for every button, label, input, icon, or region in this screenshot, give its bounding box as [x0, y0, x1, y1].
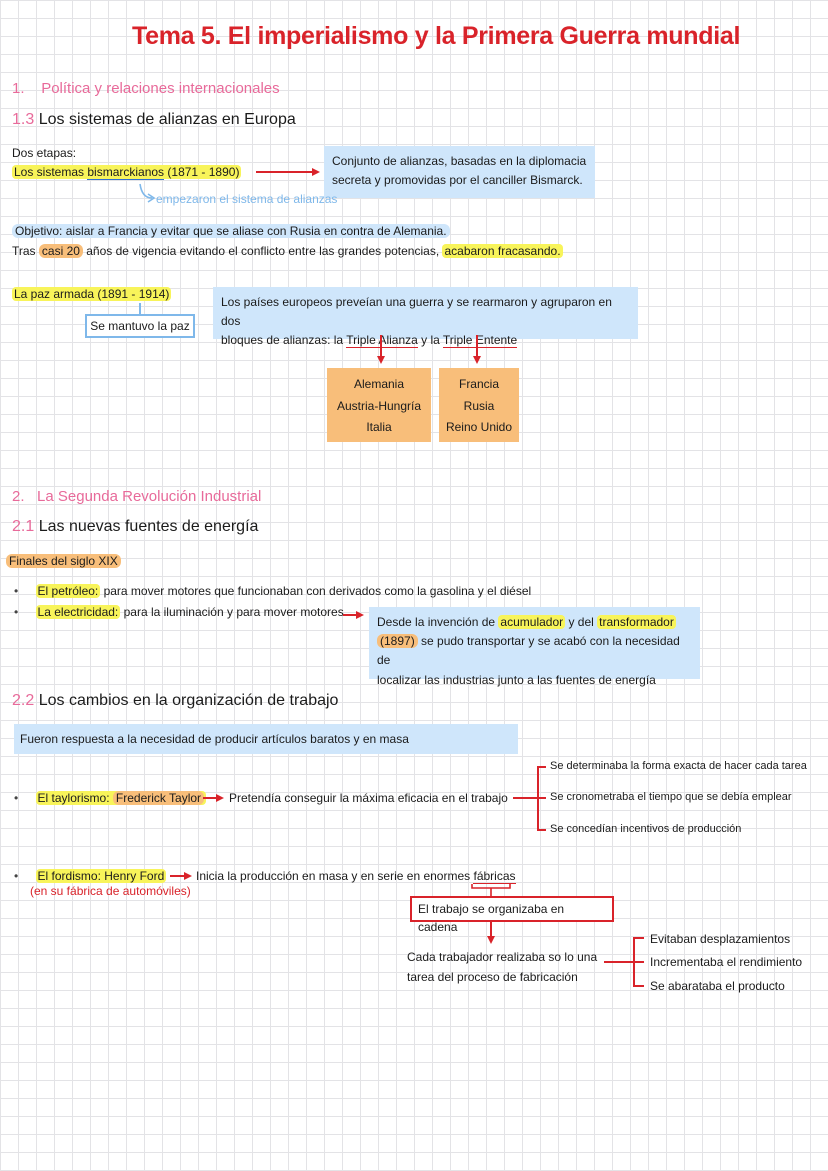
subsection-1-3-number: 1.3: [12, 111, 35, 128]
subsection-1-3-title: Los sistemas de alianzas en Europa: [38, 111, 296, 128]
elec-box-line-2: (1897) se pudo transportar y se acabó co…: [377, 632, 692, 670]
elec-box-line-3: localizar las industrias junto a las fue…: [377, 672, 656, 687]
elec-box-line-1-mid: y del: [565, 615, 598, 629]
bismarck-word: bismarckianos: [87, 165, 165, 180]
subsection-2-2-title: Los cambios en la organización de trabaj…: [38, 692, 339, 709]
paz-box-line-2-mid: y la: [417, 333, 443, 348]
cada-trabajador-text: Cada trabajador realizaba so lo una tare…: [407, 947, 597, 988]
bismarck-definition-line-2: secreta y promovidas por el canciller Bi…: [332, 173, 583, 188]
paz-armada-label: La paz armada (1891 - 1914): [12, 287, 172, 301]
ford-point-3: Se abarataba el producto: [650, 979, 785, 993]
fordismo-label-highlight: El fordismo: Henry Ford: [35, 869, 167, 883]
finales-line: Finales del siglo XIX: [6, 554, 121, 568]
subsection-2-1-heading: 2.1 Las nuevas fuentes de energía: [12, 518, 258, 536]
bismarck-definition-box: Conjunto de alianzas, basadas en la dipl…: [324, 146, 595, 198]
bismarck-note: empezaron el sistema de alianzas: [156, 192, 338, 206]
paz-armada-box: Los países europeos preveían una guerra …: [213, 287, 638, 349]
taylor-point-3: Se concedían incentivos de producción: [550, 823, 742, 835]
ford-point-1: Evitaban desplazamientos: [650, 932, 791, 946]
section-2-number: 2.: [12, 488, 25, 505]
fabricas-bracket: [471, 884, 511, 896]
taylorismo-label: El taylorismo:: [37, 791, 113, 805]
fordismo-text: Inicia la producción en masa y en serie …: [196, 869, 516, 884]
bismarck-prefix: Los sistemas: [14, 165, 88, 179]
tras-end: acabaron fracasando.: [442, 244, 563, 258]
fordismo-note: (en su fábrica de automóviles): [30, 884, 191, 898]
tras-line: Tras casi 20 años de vigencia evitando e…: [12, 244, 563, 258]
cada-trabajador-line-2: tarea del proceso de fabricación: [407, 970, 578, 985]
taylor-point-2: Se cronometraba el tiempo que se debía e…: [550, 791, 792, 803]
dos-etapas-label: Dos etapas:: [12, 146, 77, 160]
alianza-member-1: Alemania: [353, 377, 405, 391]
electricidad-text: para la iluminación y para mover motores: [120, 605, 344, 619]
bismarck-systems-line: Los sistemas bismarckianos (1871 - 1890): [12, 165, 242, 180]
taylor-bracket: [537, 766, 546, 831]
electricidad-box: Desde la invención de acumulador y del t…: [369, 607, 700, 687]
entente-member-2: Rusia: [463, 398, 495, 413]
fordismo-label: El fordismo:: [37, 869, 105, 883]
petroleo-text: para mover motores que funcionaban con d…: [100, 584, 532, 598]
taylor-point-1: Se determinaba la forma exacta de hacer …: [550, 760, 807, 772]
ford-name: Henry Ford: [104, 869, 165, 883]
petroleo-label: El petróleo:: [35, 584, 101, 598]
petroleo-item: El petróleo: para mover motores que func…: [14, 584, 531, 598]
elec-box-line-1-prefix: Desde la invención de: [377, 615, 499, 629]
tras-highlight: casi 20: [38, 244, 83, 258]
subsection-2-1-number: 2.1: [12, 518, 35, 535]
paz-note-box: Se mantuvo la paz: [85, 314, 195, 338]
bismarck-systems-label: Los sistemas bismarckianos (1871 - 1890): [12, 165, 242, 180]
bismarck-dates: (1871 - 1890): [164, 165, 240, 179]
taylorismo-item: El taylorismo: Frederick Taylor: [14, 791, 207, 805]
taylor-name: Frederick Taylor: [112, 791, 205, 805]
subsection-1-3-heading: 1.3 Los sistemas de alianzas en Europa: [12, 111, 296, 129]
fordismo-text-prefix: Inicia la producción en masa y en serie …: [196, 869, 474, 883]
fordismo-fabricas: fábricas: [473, 869, 516, 884]
taylorismo-text: Pretendía conseguir la máxima eficacia e…: [229, 791, 508, 805]
tras-middle: años de vigencia evitando el conflicto e…: [82, 244, 443, 258]
elec-box-line-1: Desde la invención de acumulador y del t…: [377, 613, 692, 632]
triple-alianza: Triple Alianza: [346, 333, 418, 349]
entente-member-1: Francia: [458, 377, 499, 391]
triple-entente-members: Francia Rusia Reino Unido: [439, 368, 519, 442]
elec-box-line-2-rest: se pudo transportar y se acabó con la ne…: [377, 634, 680, 668]
bismarck-definition-line-1: Conjunto de alianzas, basadas en la dipl…: [332, 154, 587, 168]
transformador: transformador: [597, 615, 676, 629]
bismarck-note-arrow: [139, 183, 153, 199]
electricidad-item: La electricidad: para la iluminación y p…: [14, 605, 344, 619]
tras-prefix: Tras: [12, 244, 39, 258]
acumulador: acumulador: [498, 615, 566, 629]
ford-point-2: Incrementaba el rendimiento: [650, 955, 803, 969]
subsection-2-2-number: 2.2: [12, 692, 35, 709]
paz-box-line-2-prefix: bloques de alianzas: la: [221, 333, 347, 348]
fueron-box: Fueron respuesta a la necesidad de produ…: [14, 724, 518, 754]
objetivo-text: Objetivo: aislar a Francia y evitar que …: [12, 224, 450, 238]
subsection-2-2-heading: 2.2 Los cambios en la organización de tr…: [12, 692, 338, 710]
paz-box-line-2: bloques de alianzas: la Triple Alianza y…: [221, 331, 630, 350]
section-2-title: La Segunda Revolución Industrial: [37, 488, 262, 505]
bismarck-note-arrow-head: [147, 193, 156, 203]
elec-year: (1897): [377, 634, 418, 649]
alianza-member-2: Austria-Hungría: [336, 398, 422, 413]
triple-entente: Triple Entente: [442, 333, 518, 349]
paz-box-line-1: Los países europeos preveían una guerra …: [221, 295, 612, 329]
ford-bracket: [633, 937, 644, 987]
section-1-heading: 1. Política y relaciones internacionales: [12, 80, 280, 97]
alianza-member-3: Italia: [366, 420, 392, 435]
triple-alianza-members: Alemania Austria-Hungría Italia: [327, 368, 431, 442]
paz-armada-line: La paz armada (1891 - 1914): [12, 287, 172, 301]
cadena-box: El trabajo se organizaba en cadena: [410, 896, 614, 934]
taylorismo-label-highlight: El taylorismo: Frederick Taylor: [35, 791, 207, 805]
objetivo-line: Objetivo: aislar a Francia y evitar que …: [12, 224, 450, 238]
section-2-heading: 2. La Segunda Revolución Industrial: [12, 488, 261, 505]
cada-trabajador-line-1: Cada trabajador realizaba so lo una: [407, 950, 598, 964]
finales-label: Finales del siglo XIX: [6, 554, 121, 568]
section-1-title: Política y relaciones internacionales: [41, 80, 280, 97]
page-title: Tema 5. El imperialismo y la Primera Gue…: [132, 22, 741, 50]
section-1-number: 1.: [12, 80, 25, 97]
subsection-2-1-title: Las nuevas fuentes de energía: [38, 518, 259, 535]
fordismo-item: El fordismo: Henry Ford: [14, 869, 167, 883]
electricidad-label: La electricidad:: [35, 605, 121, 619]
entente-member-3: Reino Unido: [445, 420, 513, 435]
